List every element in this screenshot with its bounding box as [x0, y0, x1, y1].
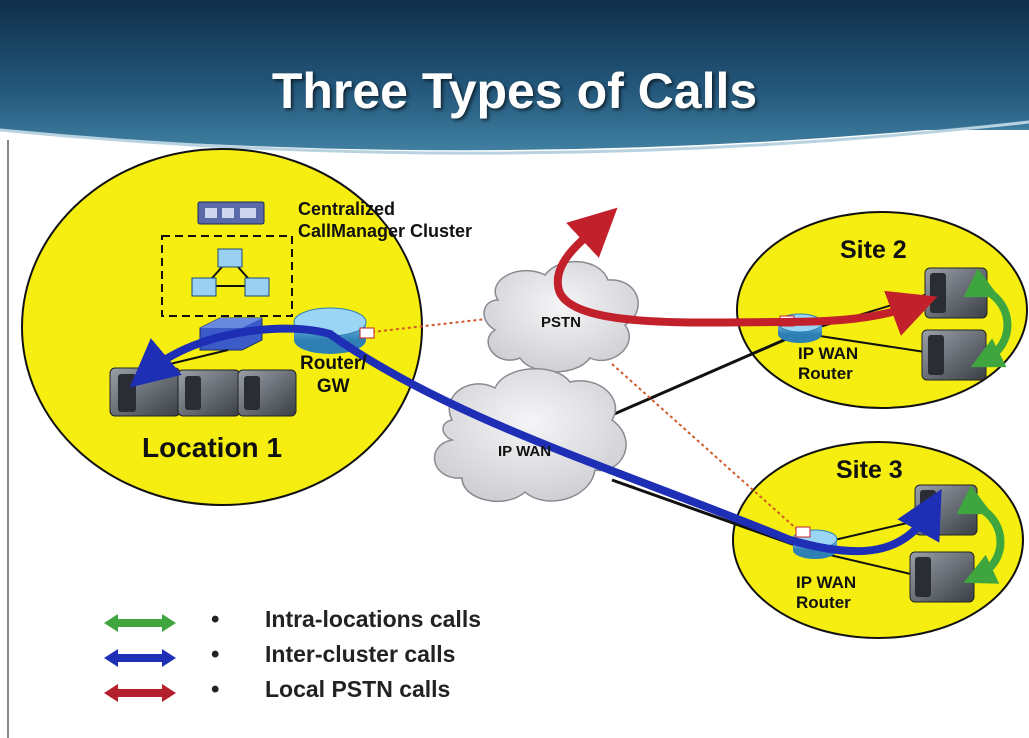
cluster-node-top: [217, 248, 243, 268]
cluster-node-right: [244, 277, 270, 297]
pstn-label: PSTN: [541, 314, 582, 331]
legend-label-pstn: Local PSTN calls: [265, 676, 451, 702]
legend-label-intra: Intra-locations calls: [265, 606, 482, 632]
site2-intra-call: [963, 268, 1012, 368]
cluster-node-left: [191, 277, 217, 297]
location1-phones: [109, 367, 297, 417]
cluster-label: Centralized CallManager Cluster: [298, 199, 473, 241]
pstn-cloud: [483, 261, 639, 373]
blue-double-arrow-icon: [104, 649, 176, 667]
pstn-trunks: [371, 317, 801, 533]
header-band: [0, 0, 1029, 155]
page-title: Three Types of Calls: [271, 63, 758, 119]
site2-router-label: IP WAN Router: [798, 344, 859, 383]
inter-cluster-call-arrow: [129, 324, 334, 388]
pstn-call-path: [553, 207, 784, 327]
site3-router-label: IP WAN Router: [796, 573, 857, 612]
location1-label: Location 1: [142, 432, 283, 463]
router-gw-label: Router/ GW: [300, 353, 367, 397]
site3-label: Site 3: [836, 456, 903, 484]
legend-label-inter: Inter-cluster calls: [265, 641, 456, 667]
pstn-call-arrow: [776, 290, 938, 336]
inter-cluster-call-path: [326, 330, 942, 556]
ipwan-label: IP WAN: [498, 443, 552, 460]
site3-intra-call: [956, 485, 1005, 584]
site2-label: Site 2: [840, 236, 907, 264]
green-double-arrow-icon: [104, 614, 176, 632]
callmanager-cluster: [161, 201, 293, 317]
red-double-arrow-icon: [104, 684, 176, 702]
